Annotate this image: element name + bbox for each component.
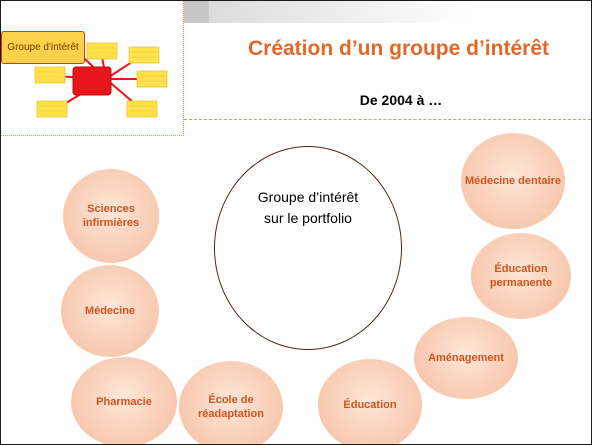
central-circle-label: Groupe d’intérêt sur le portfolio bbox=[214, 187, 402, 229]
bubble-medecine-dentaire: Médecine dentaire bbox=[461, 133, 565, 229]
bubble-medecine: Médecine bbox=[61, 265, 159, 357]
header-band bbox=[183, 1, 591, 23]
bubble-pharmacie: Pharmacie bbox=[71, 357, 177, 444]
logo-label: Groupe d'intérêt bbox=[1, 31, 85, 64]
header-band-accent bbox=[183, 1, 209, 23]
bubble-sciences-infirmieres: Sciences infirmières bbox=[63, 169, 159, 263]
bubble-amenagement: Aménagement bbox=[414, 317, 518, 399]
central-label-line1: Groupe d’intérêt bbox=[257, 189, 359, 205]
mind-map-logo bbox=[34, 42, 168, 118]
bubble-ecole-readaptation: École de réadaptation bbox=[179, 361, 283, 444]
bubble-education: Éducation bbox=[318, 359, 422, 444]
page-title: Création d’un groupe d’intérêt bbox=[247, 37, 549, 60]
central-circle bbox=[214, 146, 402, 350]
bubble-education-permanente: Éducation permanente bbox=[471, 233, 571, 319]
central-label-line2: sur le portfolio bbox=[264, 210, 352, 226]
page-subtitle: De 2004 à … bbox=[359, 92, 443, 108]
header-divider bbox=[184, 119, 591, 120]
logo-panel: Groupe d'intérêt bbox=[1, 1, 184, 136]
